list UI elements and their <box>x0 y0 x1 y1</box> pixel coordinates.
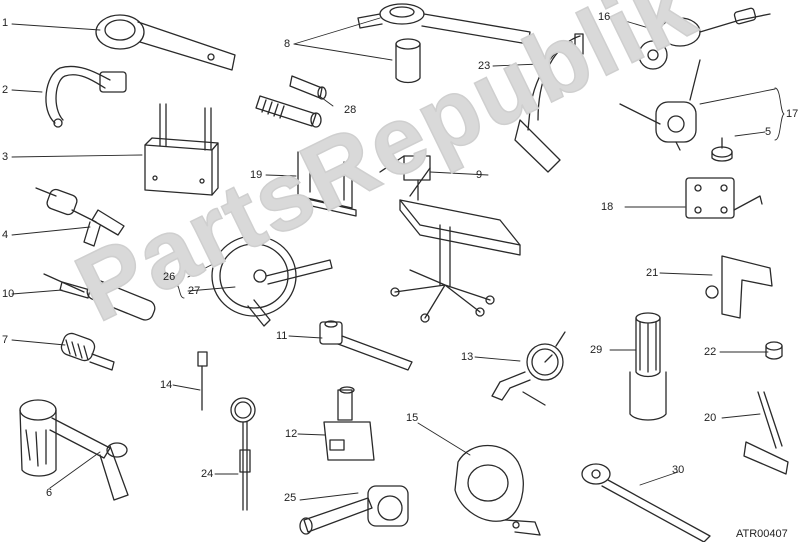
tool-3-bracket <box>144 103 219 196</box>
tool-10-driver <box>43 273 156 321</box>
tool-21-flat-bracket <box>705 255 773 319</box>
tool-17-crank-assembly <box>619 59 701 151</box>
callout-20: 20 <box>704 412 717 424</box>
diagram-code: ATR00407 <box>736 528 788 540</box>
callout-27: 27 <box>188 285 201 297</box>
tool-29-splined-sleeve <box>629 312 667 421</box>
tool-4-t-handle <box>35 187 125 247</box>
tool-18-bracket-assembly <box>685 177 763 219</box>
callout-16: 16 <box>598 11 611 23</box>
callout-26: 26 <box>163 271 176 283</box>
callout-9: 9 <box>476 169 483 181</box>
tool-1-ring-spanner <box>95 14 236 71</box>
callout-25: 25 <box>284 492 297 504</box>
tool-19-u-bracket <box>293 151 357 217</box>
callout-15: 15 <box>406 412 419 424</box>
tool-23-arch-frame <box>514 33 584 173</box>
tool-7-knurled-pin <box>60 332 115 371</box>
callout-3: 3 <box>2 151 9 163</box>
tool-22-bush <box>765 341 783 360</box>
callout-29: 29 <box>590 344 603 356</box>
callout-30: 30 <box>672 464 685 476</box>
callout-23: 23 <box>478 60 491 72</box>
callout-10: 10 <box>2 288 15 300</box>
tool-25-socket-driver <box>299 485 409 535</box>
tool-11-pin-wrench <box>319 320 413 371</box>
tool-6-cylinder-wrench <box>19 399 129 501</box>
callout-4: 4 <box>2 229 9 241</box>
tool-30-flat-key <box>581 463 711 542</box>
tool-9-engine-stand <box>379 155 521 323</box>
callout-1: 1 <box>2 17 9 29</box>
tool-28-pins <box>255 75 327 128</box>
callout-18: 18 <box>601 201 614 213</box>
callout-7: 7 <box>2 334 9 346</box>
tool-2-hook <box>45 65 127 128</box>
callout-6: 6 <box>46 487 53 499</box>
callout-14: 14 <box>160 379 173 391</box>
tool-8-spanner-socket <box>357 3 531 84</box>
callout-17: 17 <box>786 108 798 120</box>
callout-13: 13 <box>461 351 474 363</box>
tool-16-cable-gauge <box>638 7 771 70</box>
tool-15-ring-tool <box>454 444 541 536</box>
leader-lines <box>11 16 785 501</box>
tool-20-l-bracket <box>743 391 789 475</box>
callout-5: 5 <box>765 126 772 138</box>
callout-19: 19 <box>250 169 263 181</box>
tool-12-hub-holder <box>323 386 375 461</box>
callout-12: 12 <box>285 428 298 440</box>
callout-11: 11 <box>276 330 288 342</box>
tool-24-bore-gauge <box>230 397 256 511</box>
callout-24: 24 <box>201 468 214 480</box>
callout-8: 8 <box>284 38 291 50</box>
callout-22: 22 <box>704 346 717 358</box>
callout-21: 21 <box>646 267 659 279</box>
tool-5-cap <box>711 137 733 162</box>
tool-13-dial-gauge <box>491 331 566 406</box>
tool-26-degree-wheel <box>211 235 333 327</box>
tool-14-rod <box>197 351 208 411</box>
callout-28: 28 <box>344 104 357 116</box>
callout-2: 2 <box>2 84 9 96</box>
